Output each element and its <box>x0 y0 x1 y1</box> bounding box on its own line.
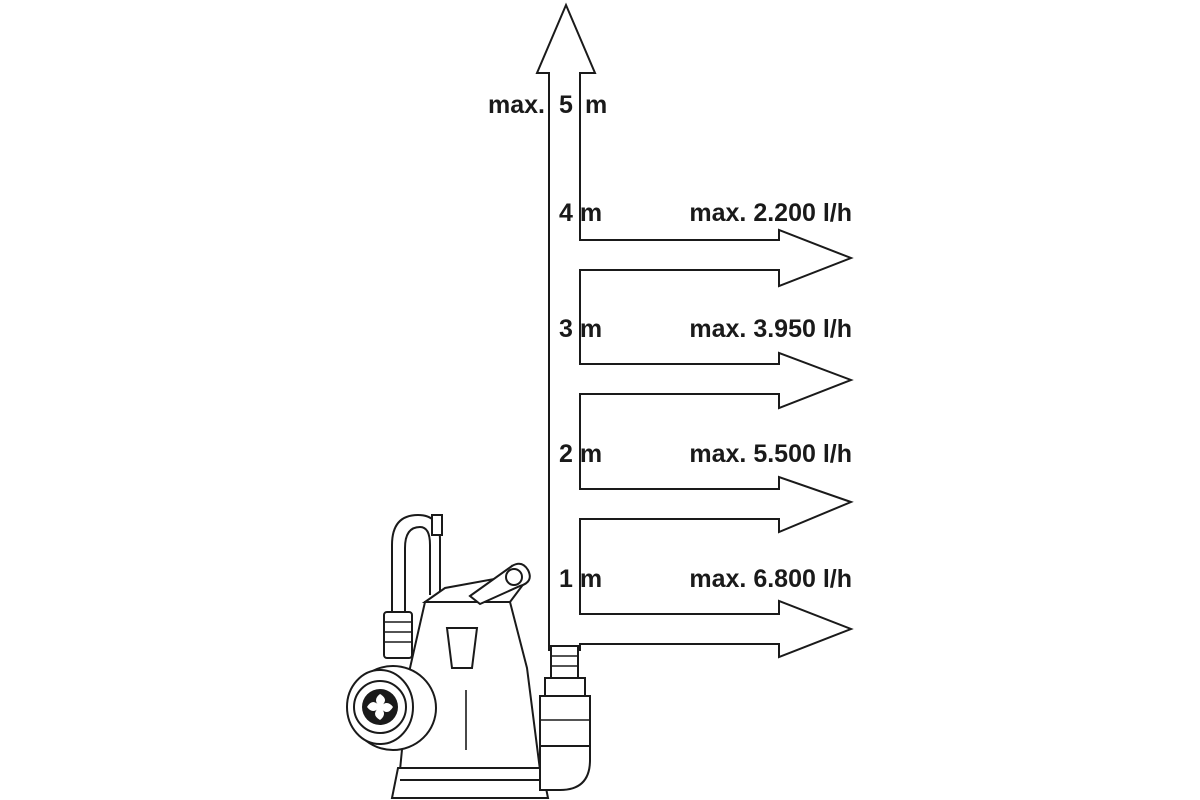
flow-label-4m: max. 2.200 l/h <box>689 199 852 227</box>
impeller-icon <box>353 680 407 734</box>
submersible-pump-icon <box>346 513 550 799</box>
flow-label-1m: max. 6.800 l/h <box>689 565 852 593</box>
max-height-unit: m <box>585 91 607 119</box>
height-label-4m: 4 m <box>559 199 602 227</box>
max-height-label: max. 5 m <box>488 91 607 119</box>
outlet-connector <box>539 645 591 791</box>
max-height-prefix: max. <box>488 91 545 119</box>
flow-arrow-2m <box>579 475 854 534</box>
height-label-3m: 3 m <box>559 315 602 343</box>
height-label-2m: 2 m <box>559 440 602 468</box>
flow-arrow-4m <box>579 228 854 288</box>
flow-arrow-1m <box>579 599 854 659</box>
max-height-value: 5 <box>559 91 573 119</box>
height-label-1m: 1 m <box>559 565 602 593</box>
flow-arrow-3m <box>579 351 854 410</box>
flow-label-2m: max. 5.500 l/h <box>689 440 852 468</box>
flow-label-3m: max. 3.950 l/h <box>689 315 852 343</box>
